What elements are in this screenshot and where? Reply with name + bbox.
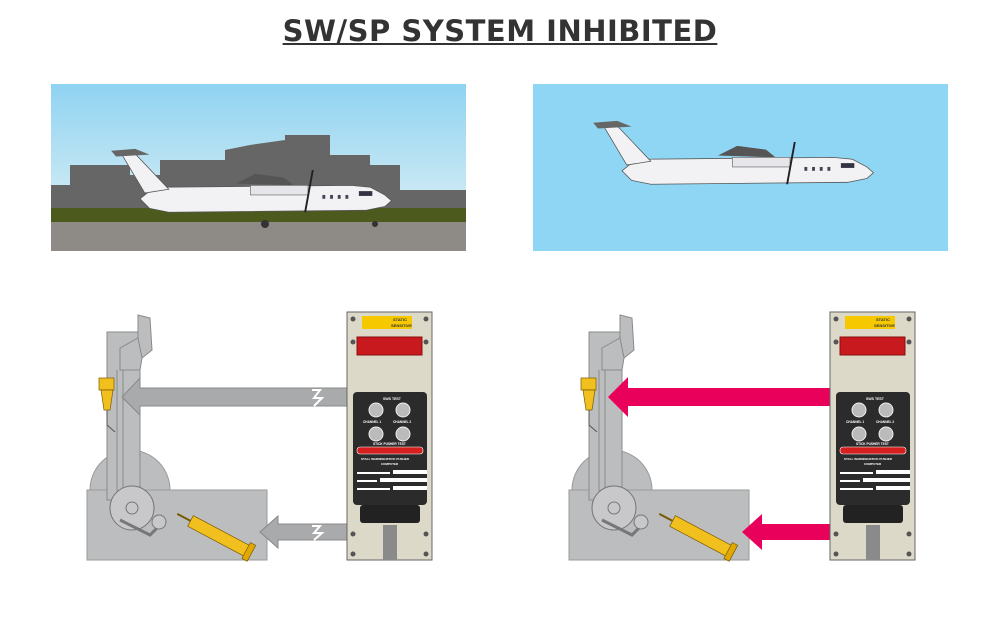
stick-pusher-test-label: STICK PUSHER TEST — [856, 442, 889, 446]
channel-1-label: CHANNEL 1 — [363, 420, 381, 424]
computer-name-label: STALL WARNING/STICK PUSHER — [844, 457, 893, 461]
signal-break-icon — [311, 525, 325, 541]
aircraft-on-ground-image — [51, 84, 466, 251]
sw-sp-computer-panel: STATIC SENSITIVE SWS TEST CHANNEL 1 CHAN… — [829, 311, 916, 561]
static-label: STATIC — [393, 317, 407, 322]
inhibited-pusher-signal-arrow — [259, 514, 348, 550]
sw-sp-computer-panel: STATIC SENSITIVE SWS TEST CHANNEL 1 CHAN… — [346, 311, 433, 561]
channel-2-label: CHANNEL 2 — [393, 420, 411, 424]
aircraft-in-flight-image — [533, 84, 948, 251]
pusher-signal-arrow — [742, 514, 830, 550]
computer-label: COMPUTER — [381, 462, 399, 466]
shaker-signal-arrow — [608, 377, 830, 417]
signal-break-icon — [312, 389, 325, 407]
sensitive-label: SENSITIVE — [391, 323, 412, 328]
inhibited-shaker-signal-arrow — [121, 376, 348, 417]
sensitive-label: SENSITIVE — [874, 323, 895, 328]
page-title: SW/SP SYSTEM INHIBITED — [282, 14, 718, 48]
computer-label: COMPUTER — [864, 462, 882, 466]
sws-test-label: SWS TEST — [383, 397, 402, 401]
active-system-diagram: STATIC SENSITIVE SWS TEST CHANNEL 1 CHAN… — [567, 311, 916, 563]
control-column-mechanism — [85, 313, 269, 563]
sws-test-label: SWS TEST — [866, 397, 885, 401]
stick-pusher-test-label: STICK PUSHER TEST — [373, 442, 406, 446]
inhibited-system-diagram: STATIC SENSITIVE SWS TEST CHANNEL 1 CHAN… — [85, 311, 433, 563]
control-column-mechanism — [567, 313, 751, 563]
channel-2-label: CHANNEL 2 — [876, 420, 894, 424]
channel-1-label: CHANNEL 1 — [846, 420, 864, 424]
computer-name-label: STALL WARNING/STICK PUSHER — [361, 457, 410, 461]
static-label: STATIC — [876, 317, 890, 322]
